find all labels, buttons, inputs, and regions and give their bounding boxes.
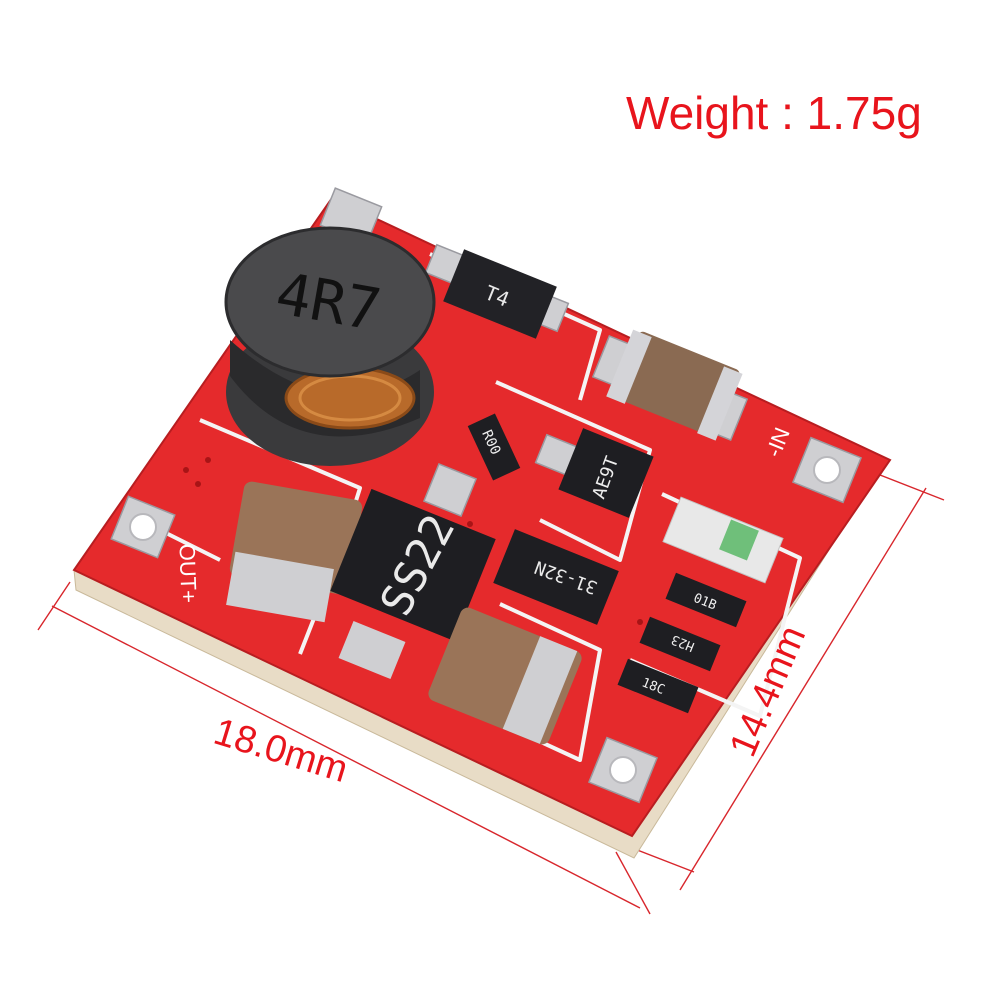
silkscreen-out-label: OUT+ xyxy=(174,543,201,603)
resistor-r00: R00 xyxy=(467,413,521,481)
diode-ss22: SS22 xyxy=(330,488,496,680)
led xyxy=(662,496,784,584)
resistor-01b: 01B xyxy=(665,572,747,628)
transistor-t4: T4 xyxy=(443,249,557,339)
inductor: 4R7 xyxy=(224,226,436,466)
capacitor-top xyxy=(606,329,743,441)
regulator-ae9t: AE9T xyxy=(558,428,654,518)
capacitor-left xyxy=(226,481,363,623)
resistor-h23: H23 xyxy=(639,616,721,672)
mounting-holes xyxy=(129,456,841,784)
capacitor-bottom xyxy=(428,607,582,745)
resistor-18c: 18C xyxy=(617,658,699,714)
weight-caption: Weight : 1.75g xyxy=(626,87,922,139)
ic-31-32n: 31-32N xyxy=(493,529,619,625)
